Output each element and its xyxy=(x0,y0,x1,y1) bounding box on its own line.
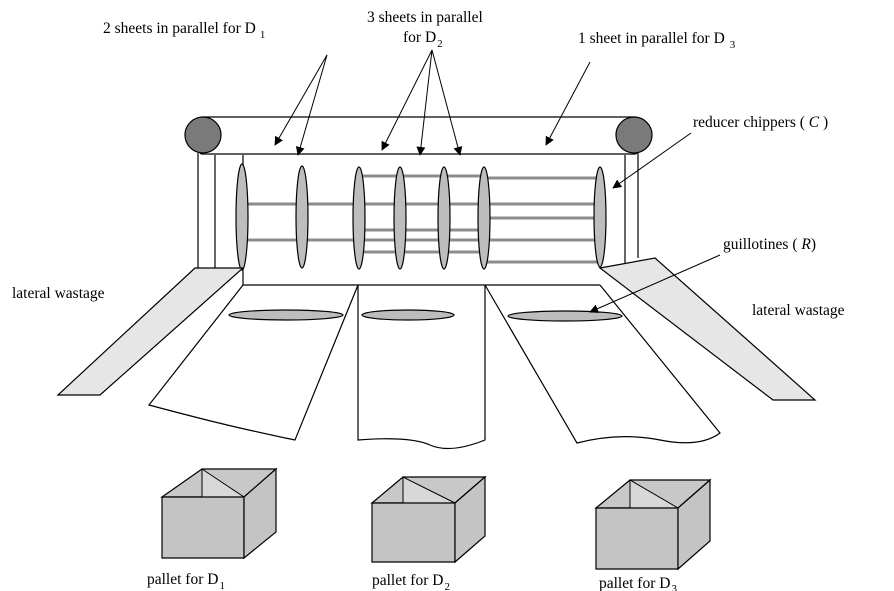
pallet-d3 xyxy=(594,478,712,571)
label-lateral-wastage-left: lateral wastage xyxy=(12,285,105,302)
label-pallet-d3: pallet for D3 xyxy=(599,575,677,591)
right-roller xyxy=(615,116,653,154)
label-d2-sheets-line2: for D2 xyxy=(403,29,443,50)
pallet-d2 xyxy=(370,475,487,564)
sheet-lines xyxy=(246,174,600,264)
lateral-wastage-chutes xyxy=(56,257,817,401)
left-roller xyxy=(184,116,222,154)
output-chutes xyxy=(147,284,721,450)
chippers xyxy=(235,163,607,271)
label-reducer-chippers: reducer chippers ( C ) xyxy=(693,114,828,131)
label-pallet-d1: pallet for D1 xyxy=(147,571,225,591)
label-lateral-wastage-right: lateral wastage xyxy=(752,302,845,319)
annotation-arrows xyxy=(274,49,721,313)
label-pallet-d2: pallet for D2 xyxy=(372,572,450,591)
label-guillotines: guillotines ( R) xyxy=(723,236,816,253)
guillotines xyxy=(228,309,623,322)
label-d2-sheets-line1: 3 sheets in parallel xyxy=(367,9,483,26)
pallet-d1 xyxy=(160,467,278,560)
conveyor-belt xyxy=(184,116,653,155)
